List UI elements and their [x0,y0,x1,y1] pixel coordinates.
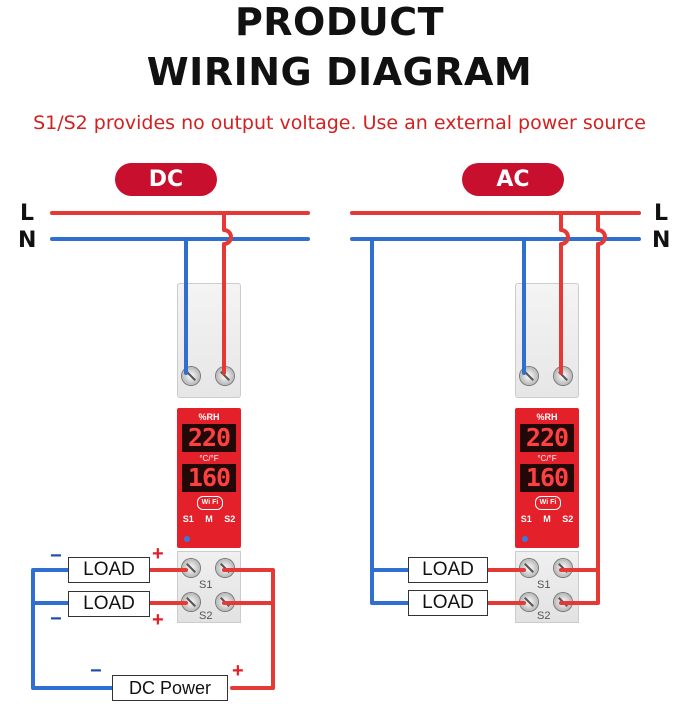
s2-terminal-label: S2 [199,610,213,622]
panel-buttons: S1 M S2 [177,514,241,524]
dc-load2-minus-sign: − [50,608,62,630]
s2-terminal-label: S2 [537,610,551,622]
ac-line-n-label: N [652,228,671,253]
s1-terminal-label: S1 [537,579,551,591]
dc-load1-plus-sign: + [152,543,164,565]
dc-load-2: LOAD [68,591,150,617]
dc-load2-plus-sign: + [152,609,164,631]
ac-load-2: LOAD [408,590,488,616]
title-line-1: PRODUCT [234,0,445,44]
ac-s2-terminal-a [520,593,538,611]
s1-button[interactable]: S1 [182,514,194,524]
humidity-label: %RH [536,412,558,422]
s1-button[interactable]: S1 [520,514,532,524]
m-button[interactable]: M [205,514,213,524]
dc-minus-return-wire [31,568,114,690]
s1-terminal-label: S1 [199,579,213,591]
dc-power-source: DC Power [112,675,228,701]
top-display-value: 220 [182,424,236,452]
dc-badge: DC [115,163,217,196]
dc-live-drop [222,211,233,375]
title-line-2: WIRING DIAGRAM [146,50,533,94]
ac-terminal-l [554,367,572,385]
ac-s1-terminal-a [520,559,538,577]
dc-display-panel: %RH 220 °C/°F 160 Wi Fi S1 M S2 [177,408,241,548]
dc-load-1: LOAD [68,557,150,583]
dc-load1-minus-sign: − [50,545,62,567]
dc-s2-terminal-a [182,593,200,611]
bottom-display-value: 160 [182,464,236,492]
status-led-icon [522,536,528,542]
s2-button[interactable]: S2 [224,514,236,524]
ac-neutral-return [370,237,410,605]
ac-display-panel: %RH 220 °C/°F 160 Wi Fi S1 M S2 [515,408,579,548]
unit-label: °C/°F [199,454,219,463]
ac-load-1: LOAD [408,557,488,583]
ac-badge: AC [462,163,564,196]
s2-button[interactable]: S2 [562,514,574,524]
dc-line-l-label: L [20,201,35,226]
dc-power-plus-sign: + [232,660,244,682]
dc-line-n-label: N [18,228,37,253]
m-button[interactable]: M [543,514,551,524]
humidity-label: %RH [198,412,220,422]
subtitle-warning: S1/S2 provides no output voltage. Use an… [33,112,646,134]
wifi-icon: Wi Fi [535,496,561,510]
unit-label: °C/°F [537,454,557,463]
ac-live-drop [559,211,570,375]
panel-buttons: S1 M S2 [515,514,579,524]
ac-breaker-bottom: S1 S2 [515,551,579,623]
wifi-icon: Wi Fi [197,496,223,510]
bottom-display-value: 160 [520,464,574,492]
dc-power-plus-wire [222,568,275,690]
ac-live-feed [559,211,607,605]
dc-s1-terminal-a [182,559,200,577]
status-led-icon [184,536,190,542]
top-display-value: 220 [520,424,574,452]
dc-power-minus-sign: − [90,660,102,682]
ac-line-l-label: L [654,201,669,226]
dc-terminal-l [216,367,234,385]
